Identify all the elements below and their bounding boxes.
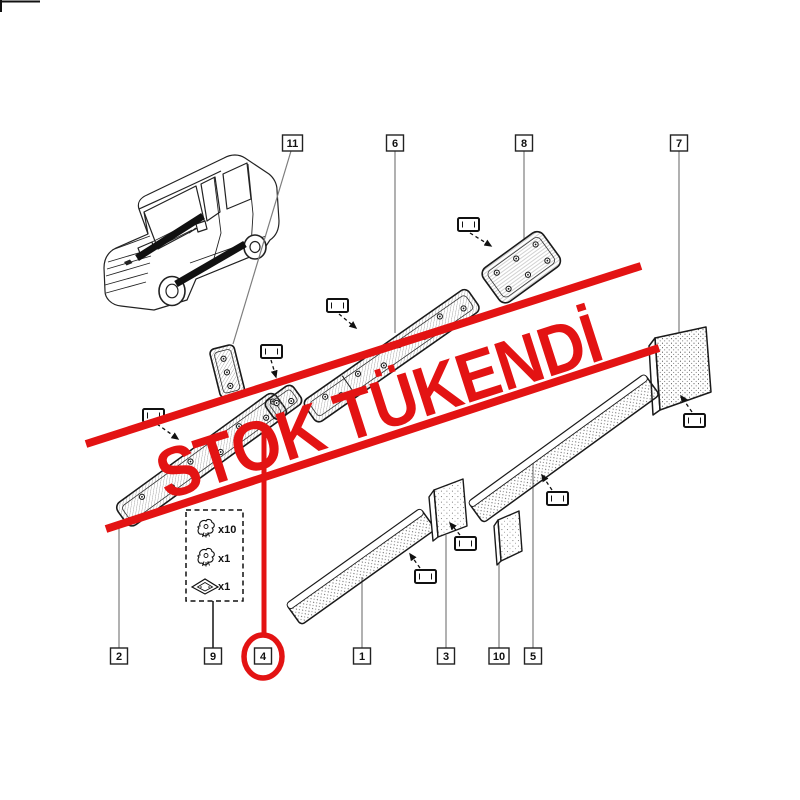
callout-box-5: 5 — [523, 647, 543, 665]
callout-box-4: 4 — [253, 647, 273, 665]
legend-qty-0: x10 — [218, 524, 236, 536]
callout-3-number: 3 — [443, 651, 449, 663]
corner-mark — [0, 0, 40, 12]
clip-arrow-part-1 — [409, 552, 421, 569]
callout-box-11: 11 — [281, 134, 304, 152]
clip-arrow-part-8 — [469, 232, 493, 247]
clip-arrow-part-3 — [449, 521, 461, 536]
legend-qty-1: x1 — [218, 553, 230, 565]
watermark-line-upper — [84, 262, 643, 448]
legend-item-flat-clip-x1: x1 — [191, 578, 230, 595]
callout-4-number: 4 — [260, 651, 267, 663]
van-door-seams — [189, 163, 267, 280]
callout-box-8: 8 — [514, 134, 534, 152]
clip-arrow-part-7 — [680, 394, 693, 413]
callout-7-number: 7 — [676, 138, 682, 150]
van-molding-stroke-upper — [135, 213, 205, 261]
part-8-panel — [481, 230, 562, 304]
clip-near-part-4 — [260, 344, 283, 359]
van-roof-edge — [138, 170, 222, 235]
renault-logo — [124, 259, 133, 266]
clip-near-part-5 — [546, 491, 569, 506]
part-7-panel — [648, 326, 712, 416]
van-mirror — [188, 220, 208, 234]
callout-box-10: 10 — [488, 647, 510, 665]
watermark-line-lower — [104, 344, 661, 533]
part-6-joint-line — [341, 375, 357, 396]
clip-arrow-part-4 — [270, 359, 278, 379]
part-11-molding — [209, 344, 246, 399]
clip-near-part-1 — [414, 569, 437, 584]
callout-5-number: 5 — [530, 651, 536, 663]
legend-item-clip-x10: x10 — [197, 518, 236, 539]
callout-box-3: 3 — [436, 647, 456, 665]
legend-item-clip-x1: x1 — [197, 547, 230, 568]
callout-10-number: 10 — [493, 651, 505, 663]
callout-box-6: 6 — [385, 134, 405, 152]
van-illustration — [103, 154, 280, 311]
fastener-clips — [142, 217, 706, 584]
callout-9-number: 9 — [210, 651, 216, 663]
callout-6-number: 6 — [392, 138, 398, 150]
out-of-stock-circle — [241, 632, 285, 681]
callout-1-number: 1 — [359, 651, 365, 663]
clip-arrow-part-2 — [156, 423, 180, 440]
van-molding-stroke-lower — [174, 240, 247, 288]
part-4-molding — [264, 384, 303, 421]
clip-arrow-part-5 — [541, 473, 553, 491]
part-10-panel — [493, 510, 523, 566]
clip-arrow-part-6 — [338, 313, 358, 329]
part-3-panel — [428, 478, 468, 542]
out-of-stock-overlay: STOK TÜKENDİ — [84, 262, 661, 681]
clip-near-part-8 — [457, 217, 480, 232]
callout-boxes-bottom: 2 9 4 1 3 10 5 — [109, 647, 543, 665]
hardware-legend-box: x10 x1 x1 — [185, 509, 244, 602]
callout-2-number: 2 — [116, 651, 122, 663]
van-side-window — [222, 162, 252, 210]
callout-boxes-top: 11 6 8 7 — [281, 134, 689, 152]
callout-box-2: 2 — [109, 647, 129, 665]
clip-near-part-6 — [326, 298, 349, 313]
callout-box-7: 7 — [669, 134, 689, 152]
part-1-molding — [286, 508, 435, 625]
callout-8-number: 8 — [521, 138, 527, 150]
clip-near-part-3 — [454, 536, 477, 551]
part-5-molding — [468, 374, 659, 523]
leader-line-11 — [232, 150, 292, 345]
clip-near-part-7 — [683, 413, 706, 428]
callout-box-1: 1 — [352, 647, 372, 665]
legend-qty-2: x1 — [218, 581, 230, 593]
callout-11-number: 11 — [287, 138, 299, 150]
callout-box-9: 9 — [203, 647, 223, 665]
